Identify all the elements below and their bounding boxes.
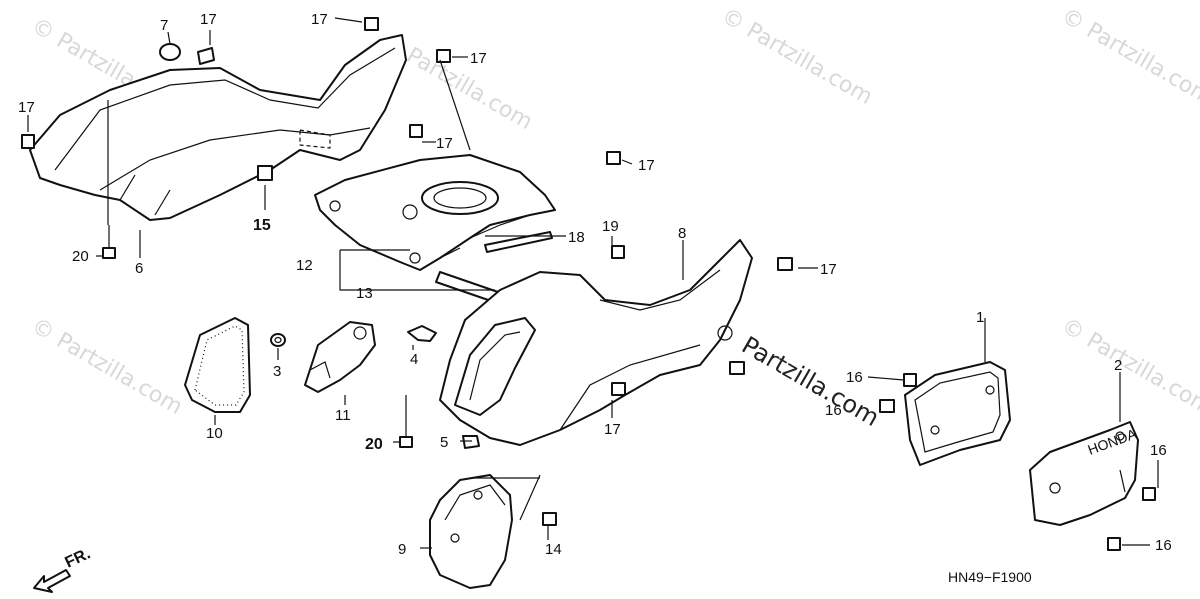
part-8-right-side-cover [439, 239, 753, 446]
callout-10: 10 [206, 425, 223, 442]
part-10-pad [184, 317, 251, 413]
callout-13: 13 [356, 285, 373, 302]
leader-lines [27, 17, 1159, 549]
callout-11: 11 [335, 407, 351, 424]
watermark-text: © Partzilla.com [27, 314, 187, 421]
callout-17: 17 [18, 99, 35, 116]
callout-19: 19 [602, 218, 619, 235]
callout-14: 14 [545, 541, 562, 558]
callout-18: 18 [568, 229, 585, 246]
callout-1: 1 [976, 309, 984, 326]
part-3-grommet [270, 333, 286, 347]
callout-17: 17 [604, 421, 621, 438]
part-6-left-side-cover [29, 34, 407, 221]
callout-16: 16 [1150, 442, 1167, 459]
callout-7: 7 [160, 17, 168, 34]
part-13-foam-strip [435, 271, 499, 303]
part-18-strip [484, 231, 553, 253]
part-2-right-lower-panel: HONDA [1029, 421, 1139, 526]
callout-20: 20 [365, 436, 383, 453]
watermark-text: © Partzilla.com [1057, 314, 1200, 421]
fasteners [21, 17, 1156, 551]
callout-16: 16 [846, 369, 863, 386]
callout-17: 17 [311, 11, 328, 28]
part-1-right-panel [904, 361, 1011, 466]
callout-17: 17 [820, 261, 837, 278]
front-direction-arrow: FR. [33, 545, 94, 593]
watermark-text: © Partzilla.com [1057, 4, 1200, 111]
callout-3: 3 [273, 363, 281, 380]
callout-15: 15 [253, 217, 271, 234]
diagram-code: HN49−F1900 [948, 569, 1032, 585]
callout-8: 8 [678, 225, 686, 242]
callout-12: 12 [296, 257, 313, 274]
callout-4: 4 [410, 351, 418, 368]
part-4-clip [407, 325, 437, 342]
callout-9: 9 [398, 541, 406, 558]
part-12-center-cover [314, 154, 556, 271]
callout-17: 17 [638, 157, 655, 174]
callout-5: 5 [440, 434, 448, 451]
direction-label: FR. [63, 545, 94, 571]
callout-16: 16 [1155, 537, 1172, 554]
callout-2: 2 [1114, 357, 1122, 374]
callout-6: 6 [135, 260, 143, 277]
callouts: 7 17 17 17 17 17 17 17 17 15 19 20 20 6 … [18, 11, 1172, 558]
watermark-text: © Partzilla.com [717, 4, 877, 111]
callout-17: 17 [200, 11, 217, 28]
part-11-lid [304, 321, 376, 393]
callout-17: 17 [436, 135, 453, 152]
part-9-lower-cover [429, 474, 513, 589]
callout-16: 16 [825, 402, 842, 419]
callout-17: 17 [470, 50, 487, 67]
callout-20: 20 [72, 248, 89, 265]
